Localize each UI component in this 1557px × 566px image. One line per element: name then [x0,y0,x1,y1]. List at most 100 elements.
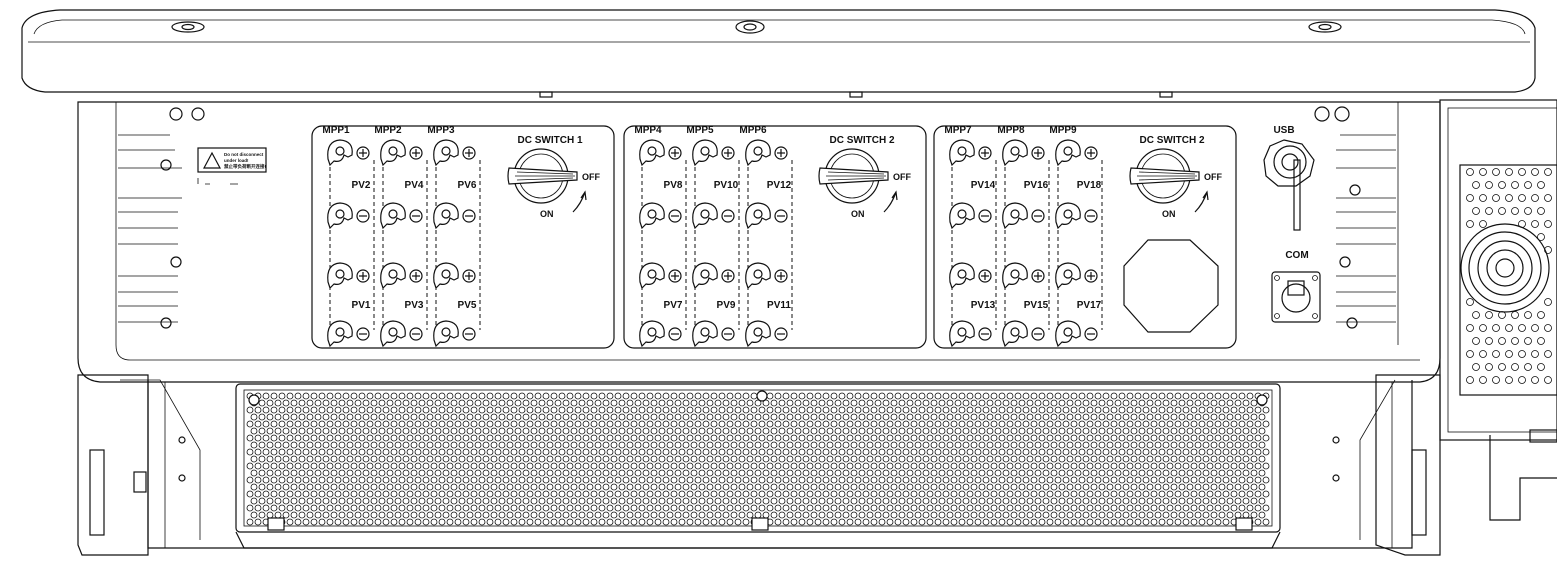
grille-hole [494,448,502,456]
grille-hole [510,504,518,512]
mc4-connector[interactable] [380,139,423,167]
mc4-connector[interactable] [1002,262,1045,290]
mc4-connector[interactable] [949,139,992,167]
mc4-connector[interactable] [327,139,370,167]
mc4-connector[interactable] [327,262,370,290]
mc4-connector[interactable] [1002,320,1045,348]
grille-hole [302,448,310,456]
dc-switch-1[interactable] [507,148,587,213]
mc4-connector[interactable] [639,262,682,290]
mc4-connector[interactable] [1055,320,1098,348]
grille-hole [274,413,282,421]
grille-hole [582,448,590,456]
grille-hole [874,483,882,491]
grille-hole [810,455,818,463]
mc4-connector[interactable] [745,139,788,167]
grille-hole [1090,511,1098,519]
side-hole [1537,311,1545,319]
grille-hole [970,427,978,435]
grille-hole [1110,504,1118,512]
grille-hole [638,420,646,428]
grille-hole [250,427,258,435]
grille-hole [914,441,922,449]
pv12-label: PV12 [767,180,792,191]
mc4-connector[interactable] [745,320,788,348]
mc4-connector[interactable] [692,202,735,230]
mc4-connector[interactable] [692,262,735,290]
grille-hole [478,490,486,498]
grille-hole [254,490,262,498]
grille-hole [666,427,674,435]
side-hole [1466,220,1474,228]
grille-hole [650,469,658,477]
mc4-connector[interactable] [1055,262,1098,290]
dc-switch-2[interactable] [818,148,898,213]
grille-hole [510,420,518,428]
mc4-connector[interactable] [1055,202,1098,230]
grille-hole [882,399,890,407]
grille-hole [246,476,254,484]
grille-hole [958,518,966,526]
grille-hole [994,497,1002,505]
grille-hole [438,476,446,484]
side-hole [1472,207,1480,215]
grille-hole [418,483,426,491]
grille-hole [934,490,942,498]
grille-hole [886,420,894,428]
usb-port[interactable] [1263,139,1315,231]
grille-hole [710,490,718,498]
grille-hole [490,469,498,477]
right-fins [1314,106,1396,329]
grille-hole [1186,483,1194,491]
mc4-connector[interactable] [639,320,682,348]
mc4-connector[interactable] [380,202,423,230]
mc4-connector[interactable] [745,262,788,290]
mc4-connector[interactable] [692,139,735,167]
grille-hole [434,399,442,407]
grille-hole [650,483,658,491]
grille-hole [922,399,930,407]
grille-hole [1022,504,1030,512]
mc4-connector[interactable] [1002,202,1045,230]
side-hole [1498,181,1506,189]
grille-hole [890,399,898,407]
mc4-connector[interactable] [949,262,992,290]
grille-hole [402,441,410,449]
grille-hole [710,434,718,442]
mc4-connector[interactable] [327,202,370,230]
com-port[interactable] [1271,271,1321,323]
mc4-connector[interactable] [433,320,476,348]
grille-hole [326,504,334,512]
grille-hole [910,490,918,498]
grille-hole [830,434,838,442]
dc-switch-3[interactable] [1129,148,1209,213]
grille-hole [1114,413,1122,421]
grille-hole [326,476,334,484]
grille-hole [270,392,278,400]
grille-hole [626,413,634,421]
grille-hole [482,413,490,421]
grille-hole [494,490,502,498]
mc4-connector[interactable] [639,139,682,167]
mc4-connector[interactable] [327,320,370,348]
mc4-connector[interactable] [949,202,992,230]
mc4-connector[interactable] [380,320,423,348]
grille-hole [322,413,330,421]
mc4-connector[interactable] [433,202,476,230]
grille-hole [730,427,738,435]
mc4-connector[interactable] [380,262,423,290]
mc4-connector[interactable] [433,139,476,167]
mc4-connector[interactable] [692,320,735,348]
grille-hole [510,448,518,456]
mc4-connector[interactable] [745,202,788,230]
mc4-connector[interactable] [1055,139,1098,167]
grille-hole [918,448,926,456]
mc4-connector[interactable] [433,262,476,290]
mc4-connector[interactable] [639,202,682,230]
mc4-connector[interactable] [949,320,992,348]
side-hole [1518,350,1526,358]
grille-hole [582,476,590,484]
mc4-connector[interactable] [1002,139,1045,167]
grille-hole [578,511,586,519]
grille-hole [854,434,862,442]
